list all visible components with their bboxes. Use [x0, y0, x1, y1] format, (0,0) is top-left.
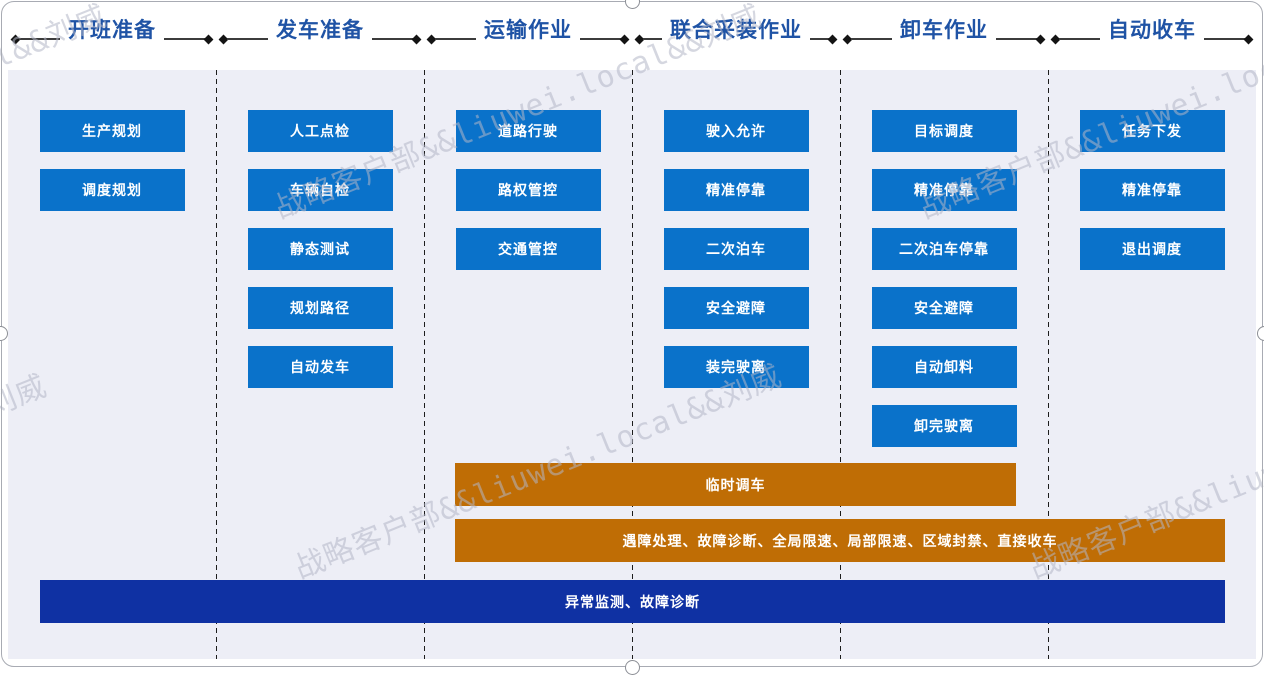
column-separator	[216, 70, 217, 659]
task-box: 自动卸料	[871, 346, 1017, 388]
phase-header-unloading: 卸车作业	[840, 12, 1048, 46]
header-rule	[435, 38, 476, 40]
task-box: 路权管控	[455, 169, 601, 211]
header-rule	[164, 38, 205, 40]
task-box: 生产规划	[39, 110, 185, 152]
task-box: 精准停靠	[1079, 169, 1225, 211]
exception-handling-bar: 遇障处理、故障诊断、全局限速、局部限速、区域封禁、直接收车	[455, 519, 1225, 562]
task-box: 调度规划	[39, 169, 185, 211]
resize-handle-right[interactable]	[1257, 326, 1264, 341]
monitoring-bar: 异常监测、故障诊断	[40, 580, 1225, 623]
phase-title: 运输作业	[484, 19, 572, 42]
header-rule	[227, 38, 268, 40]
header-rule	[643, 38, 662, 40]
phase-title: 联合采装作业	[670, 19, 802, 42]
task-box: 目标调度	[871, 110, 1017, 152]
header-rule	[19, 38, 60, 40]
task-box: 安全避障	[871, 287, 1017, 329]
phase-title: 发车准备	[276, 19, 364, 42]
column-separator	[632, 70, 633, 659]
task-box: 二次泊车	[663, 228, 809, 270]
diamond-icon	[411, 34, 422, 44]
phase-header-shift-prep: 开班准备	[8, 12, 216, 46]
header-rule	[851, 38, 892, 40]
task-column-joint-loading: 驶入允许 精准停靠 二次泊车 安全避障 装完驶离	[632, 110, 840, 405]
task-box: 道路行驶	[455, 110, 601, 152]
task-box: 静态测试	[247, 228, 393, 270]
task-box: 精准停靠	[663, 169, 809, 211]
task-box: 人工点检	[247, 110, 393, 152]
task-column-unloading: 目标调度 精准停靠 二次泊车停靠 安全避障 自动卸料 卸完驶离	[840, 110, 1048, 464]
phase-header-joint-loading: 联合采装作业	[632, 12, 840, 46]
diamond-icon	[203, 34, 214, 44]
resize-handle-left[interactable]	[0, 326, 8, 341]
phase-header-transport: 运输作业	[424, 12, 632, 46]
phase-title: 自动收车	[1108, 19, 1196, 42]
task-box: 精准停靠	[871, 169, 1017, 211]
task-box: 安全避障	[663, 287, 809, 329]
task-column-auto-return: 任务下发 精准停靠 退出调度	[1048, 110, 1256, 287]
phase-title: 卸车作业	[900, 19, 988, 42]
column-separator	[840, 70, 841, 659]
task-box: 二次泊车停靠	[871, 228, 1017, 270]
task-box: 交通管控	[455, 228, 601, 270]
header-rule	[810, 38, 829, 40]
task-column-shift-prep: 生产规划 调度规划	[8, 110, 216, 228]
temporary-dispatch-bar: 临时调车	[455, 463, 1016, 506]
phase-header-auto-return: 自动收车	[1048, 12, 1256, 46]
phase-header-row: 开班准备 发车准备 运输作业 联合采装作业 卸车作业 自动收车	[0, 0, 1264, 70]
diamond-icon	[1035, 34, 1046, 44]
diamond-icon	[619, 34, 630, 44]
task-box: 自动发车	[247, 346, 393, 388]
header-rule	[996, 38, 1037, 40]
task-box: 任务下发	[1079, 110, 1225, 152]
diamond-icon	[1243, 34, 1254, 44]
column-separator	[1048, 70, 1049, 659]
phase-header-departure-prep: 发车准备	[216, 12, 424, 46]
header-rule	[1204, 38, 1245, 40]
task-column-departure-prep: 人工点检 车辆自检 静态测试 规划路径 自动发车	[216, 110, 424, 405]
task-box: 卸完驶离	[871, 405, 1017, 447]
task-box: 驶入允许	[663, 110, 809, 152]
header-rule	[580, 38, 621, 40]
task-box: 规划路径	[247, 287, 393, 329]
column-separator	[424, 70, 425, 659]
header-rule	[372, 38, 413, 40]
task-box: 装完驶离	[663, 346, 809, 388]
phase-title: 开班准备	[68, 19, 156, 42]
task-column-transport: 道路行驶 路权管控 交通管控	[424, 110, 632, 287]
diagram-panel: 生产规划 调度规划 人工点检 车辆自检 静态测试 规划路径 自动发车 道路行驶 …	[8, 70, 1256, 659]
task-box: 退出调度	[1079, 228, 1225, 270]
resize-handle-bottom[interactable]	[625, 660, 640, 675]
diamond-icon	[827, 34, 838, 44]
header-rule	[1059, 38, 1100, 40]
task-box: 车辆自检	[247, 169, 393, 211]
